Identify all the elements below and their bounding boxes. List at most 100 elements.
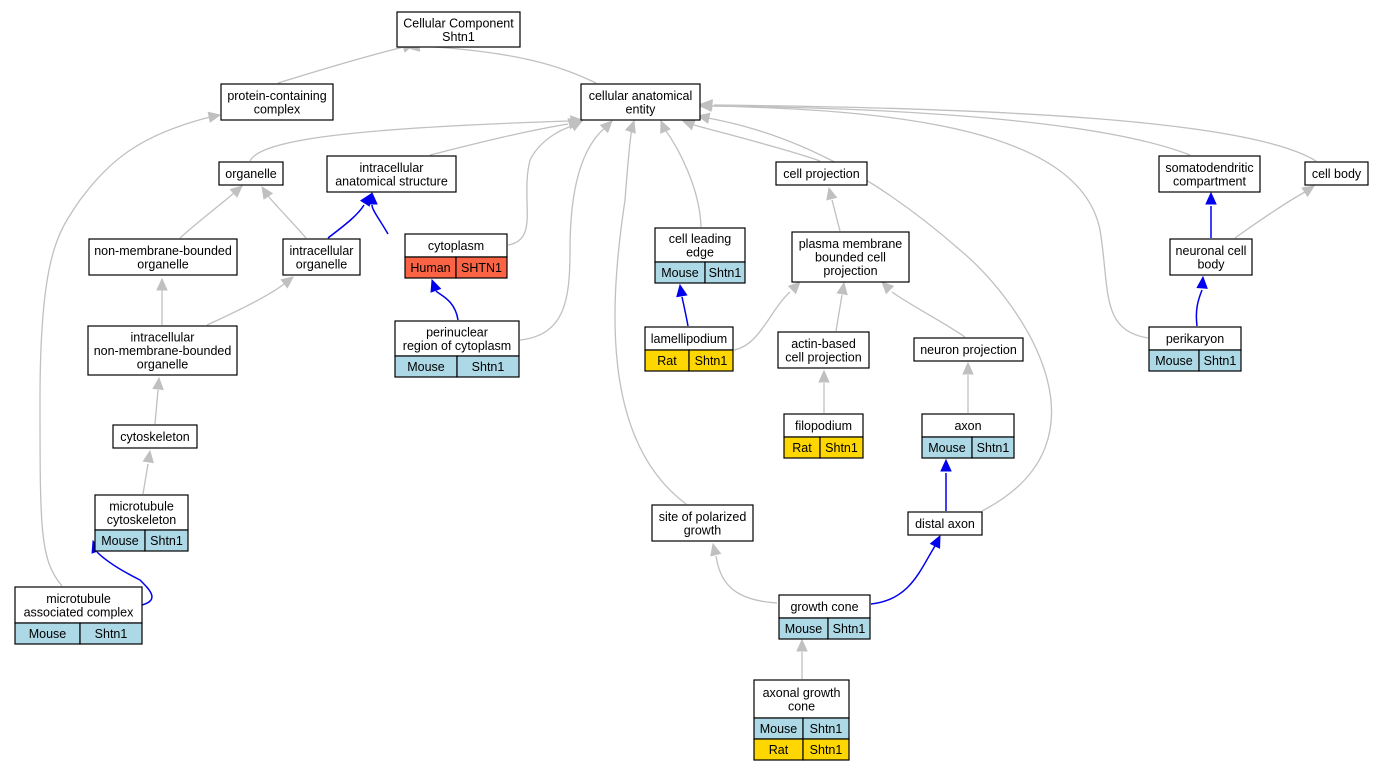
arrowhead (826, 186, 838, 201)
node-neuron-proj[interactable]: neuron projection (913, 337, 1024, 362)
node-label: perinuclear (426, 325, 488, 339)
edge-ias-to-cae (429, 118, 582, 156)
node-organelle[interactable]: organelle (218, 161, 284, 186)
arrowhead (710, 542, 722, 557)
node-label: actin-based (791, 337, 856, 351)
node-box (94, 494, 189, 531)
edge-protein-complex-to-root (277, 41, 416, 84)
edge-inmbo-to-nmbo (156, 277, 168, 325)
node-inmbo[interactable]: intracellularnon-membrane-boundedorganel… (87, 325, 238, 376)
edge-cytoskeleton-to-inmbo (152, 376, 164, 425)
node-label: organelle (225, 167, 276, 181)
edge-growth-cone-to-distal-axon (870, 534, 941, 605)
node-distal-axon[interactable]: distal axon (907, 511, 983, 536)
node-cytoskeleton[interactable]: cytoskeleton (112, 424, 198, 449)
arrowhead (699, 99, 713, 111)
species-label: Mouse (1155, 354, 1193, 368)
edge-intra-org-to-ias (327, 192, 372, 239)
node-box (777, 331, 870, 369)
node-label: intracellular (290, 244, 354, 258)
edge-mt-cyto-to-cytoskeleton (142, 449, 154, 495)
edge-cell-projection-to-cae (681, 119, 821, 162)
node-label: cell projection (783, 167, 859, 181)
node-box (396, 11, 521, 48)
gene-cell (144, 529, 189, 552)
node-label: compartment (1173, 174, 1246, 188)
gene-cell (971, 436, 1015, 459)
node-box (394, 320, 520, 357)
arrowhead (1301, 185, 1316, 198)
species-label: Rat (657, 354, 677, 368)
gene-label: Shtn1 (150, 534, 183, 548)
node-label: distal axon (915, 517, 975, 531)
edge-cytoplasm-to-cae (507, 120, 584, 246)
edge-growth-cone-to-polarized (710, 542, 778, 604)
node-cell-projection[interactable]: cell projection (775, 161, 868, 186)
edge-inmbo-to-intra-org (206, 276, 294, 326)
species-label: Mouse (928, 441, 966, 455)
gene-cell (455, 256, 508, 279)
edge-ncb-to-somatodendritic (1205, 191, 1217, 238)
edge-pmbcp-to-cell-projection (826, 186, 841, 232)
edge-filopodium-to-actin (818, 369, 830, 413)
species-label: Mouse (760, 722, 798, 736)
gene-label: Shtn1 (695, 354, 728, 368)
gene-label: Shtn1 (977, 441, 1010, 455)
arrowhead (787, 281, 801, 295)
species-label: Mouse (785, 622, 823, 636)
node-label: anatomical structure (335, 174, 448, 188)
node-box (651, 504, 754, 542)
node-label: axonal growth (763, 686, 841, 700)
gene-label: Shtn1 (472, 360, 505, 374)
species-label: Human (410, 261, 450, 275)
node-box (14, 586, 143, 624)
node-box (580, 83, 701, 121)
arrowhead (359, 192, 372, 207)
node-box (1169, 238, 1253, 276)
node-label: cellular anatomical (589, 89, 693, 103)
node-box (1158, 155, 1261, 193)
arrowhead (156, 277, 168, 291)
node-cell-body[interactable]: cell body (1304, 161, 1369, 186)
arrowhead (929, 534, 941, 549)
gene-label: SHTN1 (461, 261, 502, 275)
species-label: Rat (769, 743, 789, 757)
node-label: Shtn1 (442, 30, 475, 44)
edge-organelle-to-cae (249, 115, 584, 162)
node-label: somatodendritic (1165, 161, 1253, 175)
node-label: protein-containing (227, 89, 326, 103)
gene-cell (1198, 349, 1242, 372)
node-label: cone (788, 699, 815, 713)
gene-label: Shtn1 (810, 722, 843, 736)
gene-cell (819, 436, 864, 459)
arrowhead (836, 281, 848, 296)
gene-label: Shtn1 (833, 622, 866, 636)
edge-axonal-gc-to-growth-cone (796, 638, 808, 679)
arrowhead (599, 120, 613, 134)
edge-actin-to-pmbcp (835, 281, 848, 332)
arrowhead (1205, 191, 1217, 205)
